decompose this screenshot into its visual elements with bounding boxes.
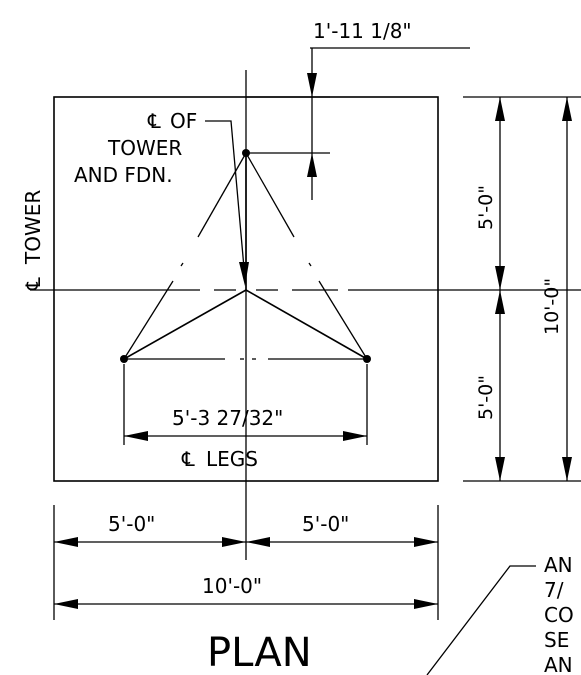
cl-tower-symbol: ℄ xyxy=(21,277,45,291)
right-bottom-half-text: 5'-0" xyxy=(475,375,497,420)
right-half-dimensions: 5'-0" 5'-0" xyxy=(475,97,505,481)
leg-point-right xyxy=(363,355,371,363)
offset-dimension-text: 1'-11 1/8" xyxy=(313,19,412,43)
note-line-1: AN xyxy=(544,553,573,577)
cl-tower-vertical-label: ℄ TOWER xyxy=(21,190,45,291)
tower-text: TOWER xyxy=(107,136,182,160)
note-text: AN 7/ CO SE AN xyxy=(544,553,574,675)
offset-dimension: 1'-11 1/8" xyxy=(246,19,470,200)
legs-span-text: 5'-3 27/32" xyxy=(172,406,283,430)
bottom-right-text: 5'-0" xyxy=(302,512,349,536)
bottom-total-text: 10'-0" xyxy=(202,574,262,598)
cl-of-tower-label: ℄ OF TOWER AND FDN. xyxy=(74,109,197,187)
right-full-dimension: 10'-0" xyxy=(541,97,572,481)
legs-span-dimension: 5'-3 27/32" xyxy=(123,364,368,445)
cl-symbol: ℄ xyxy=(147,109,161,133)
leg-point-left xyxy=(120,355,128,363)
and-fdn-text: AND FDN. xyxy=(74,163,173,187)
cl-legs-label: ℄ LEGS xyxy=(181,447,258,471)
note-line-5: AN xyxy=(544,653,573,675)
right-top-half-text: 5'-0" xyxy=(475,185,497,230)
bottom-left-text: 5'-0" xyxy=(108,512,155,536)
note-line-4: SE xyxy=(544,628,569,652)
bottom-total-dimension: 10'-0" xyxy=(54,574,438,609)
cl-leader-line xyxy=(205,120,245,269)
cl-legs-text: LEGS xyxy=(206,447,258,471)
bottom-half-dimensions: 5'-0" 5'-0" xyxy=(54,512,438,547)
right-full-text: 10'-0" xyxy=(541,278,563,335)
leg-triangle xyxy=(123,152,368,360)
cl-tower-text: TOWER xyxy=(21,190,45,265)
note-line-2: 7/ xyxy=(544,578,564,602)
plan-title: PLAN xyxy=(207,630,312,675)
note-leader-line xyxy=(426,565,536,675)
note-line-3: CO xyxy=(544,603,574,627)
cl-legs-symbol: ℄ xyxy=(181,447,195,471)
cl-of-text: OF xyxy=(170,109,197,133)
